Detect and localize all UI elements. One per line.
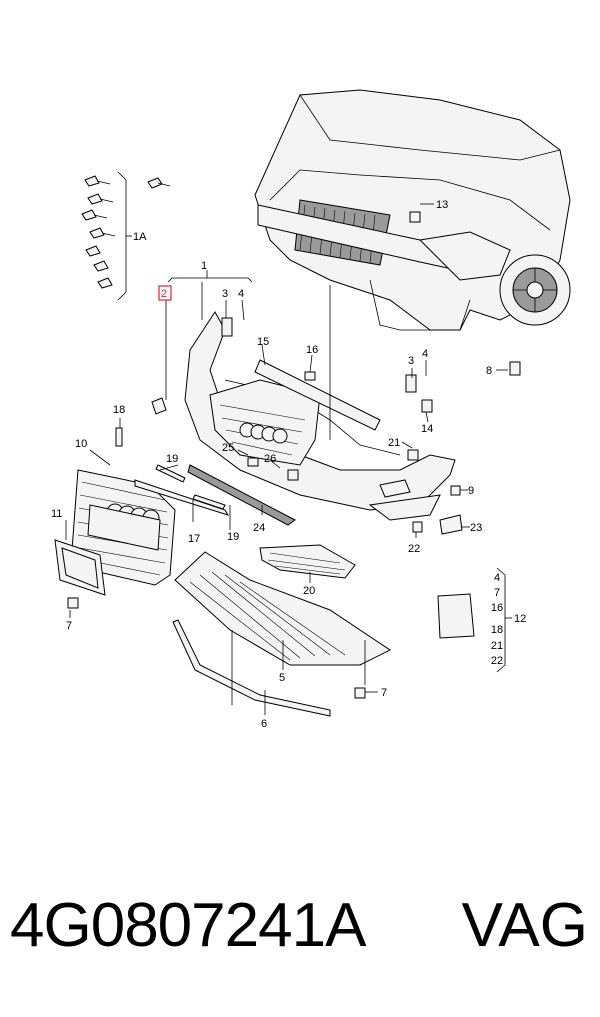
callout-2: 2	[161, 288, 167, 300]
exploded-parts-diagram: 1A	[51, 89, 571, 730]
callout-26: 26	[264, 453, 276, 465]
callout-22: 22	[408, 543, 420, 555]
lower-grille-20	[259, 544, 356, 579]
callout-13: 13	[436, 199, 448, 211]
callout-19-upper: 19	[166, 453, 178, 465]
kit-item: 18	[491, 624, 503, 636]
callout-25: 25	[222, 442, 234, 454]
trim-strips	[134, 464, 296, 526]
callout-7-left: 7	[66, 620, 72, 632]
kit-item: 16	[491, 602, 503, 614]
callout-10: 10	[75, 438, 87, 450]
callout-20: 20	[303, 585, 315, 597]
callout-4-upper: 4	[238, 288, 244, 300]
callout-23: 23	[470, 522, 482, 534]
callout-labels: 1 2 3 4 15 16 3 4 8 13 14 18 10 21 25 26…	[51, 199, 526, 730]
callout-8: 8	[486, 365, 492, 377]
callout-3-lower: 3	[408, 355, 414, 367]
callout-11: 11	[51, 508, 62, 520]
callout-16: 16	[306, 344, 318, 356]
callout-1: 1	[201, 260, 207, 272]
leader-lines	[65, 203, 512, 715]
part-number: 4G0807241A	[10, 891, 366, 960]
screw-set-1a: 1A	[81, 171, 171, 301]
callout-5: 5	[279, 672, 285, 684]
car-body-illustration	[254, 89, 571, 331]
kit-item: 21	[491, 640, 503, 652]
license-plate-bracket-11	[54, 539, 106, 596]
callout-18: 18	[113, 404, 125, 416]
callout-1a: 1A	[133, 231, 147, 243]
small-fasteners	[67, 211, 521, 699]
kit-contents-list: 4 7 16 18 21 22	[491, 572, 503, 667]
trim-strip-6	[172, 619, 331, 717]
lower-spoiler-5	[174, 551, 391, 666]
kit-item: 7	[494, 587, 500, 599]
callout-4-lower: 4	[422, 348, 428, 360]
callout-6: 6	[261, 718, 267, 730]
callout-14: 14	[421, 423, 433, 435]
callout-9: 9	[468, 485, 474, 497]
callout-12: 12	[514, 613, 526, 625]
callout-7-bottom: 7	[381, 687, 387, 699]
callout-2-highlight	[158, 285, 172, 301]
callout-17: 17	[188, 533, 200, 545]
brand-label: VAG	[461, 891, 588, 960]
callout-3-upper: 3	[222, 288, 228, 300]
callout-19-lower: 19	[227, 531, 239, 543]
callout-21: 21	[388, 437, 400, 449]
callout-24: 24	[253, 522, 265, 534]
grille-frame	[209, 379, 321, 466]
callout-15: 15	[257, 336, 269, 348]
footer: 4G0807241A VAG	[0, 890, 600, 980]
bracket-15	[254, 359, 381, 431]
kit-item: 4	[494, 572, 500, 584]
kit-item: 22	[491, 655, 503, 667]
